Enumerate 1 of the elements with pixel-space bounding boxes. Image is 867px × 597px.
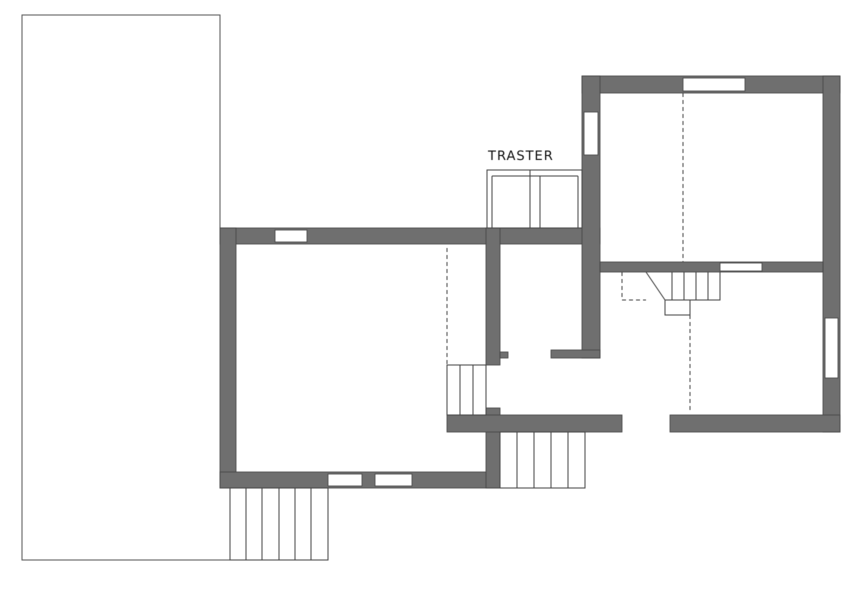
room-label: TRASTER: [488, 149, 554, 164]
